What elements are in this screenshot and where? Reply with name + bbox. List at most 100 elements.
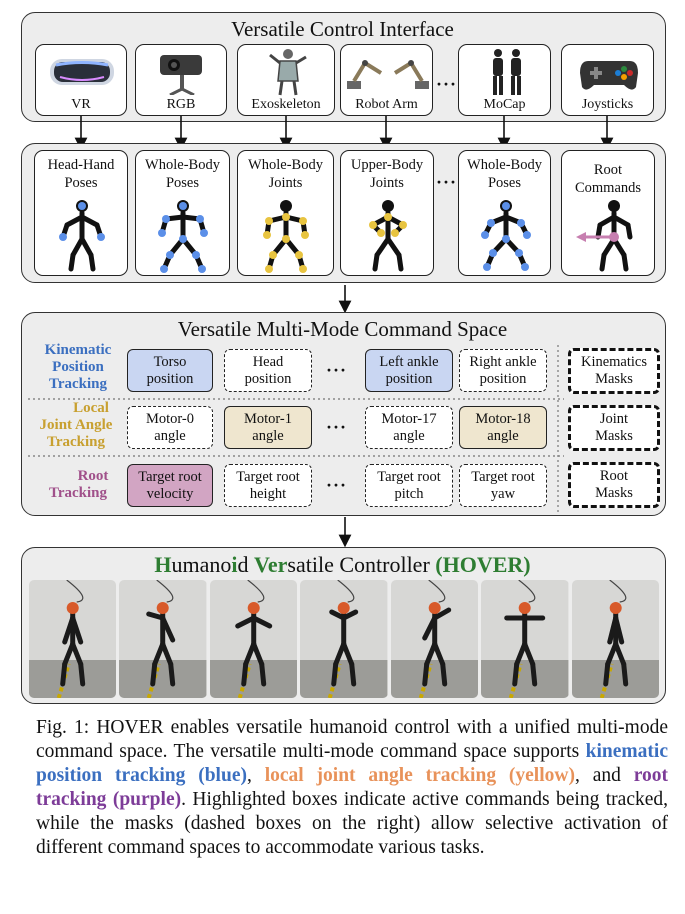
- row-label-line: Root: [77, 468, 109, 484]
- caption-purple: root tracking (purple): [36, 765, 669, 810]
- command-card-line1: Root: [593, 162, 623, 178]
- caption-suffix: . Highlighted boxes indicate active comm…: [36, 789, 668, 858]
- robot-photo: [29, 580, 117, 698]
- device-card-rgb: RGB: [135, 44, 227, 116]
- cmd-motor-17-angle: Motor-17 angle: [365, 406, 453, 449]
- mask-label: Joint Masks: [595, 411, 633, 444]
- cmd-label: Target root yaw: [471, 468, 535, 502]
- robot-arm-icon: [347, 60, 429, 89]
- device-card-exoskeleton: Exoskeleton: [237, 44, 335, 116]
- figure-caption: Fig. 1: HOVER enables versatile humanoid…: [36, 716, 668, 860]
- cmd-motor-0-angle: Motor-0 angle: [127, 406, 213, 449]
- row-label-line: Tracking: [46, 434, 106, 450]
- device-label-mocap: MoCap: [483, 97, 526, 112]
- command-card-line1: Whole-Body: [248, 157, 323, 173]
- row-label-kinematic: Kinematic Position Tracking: [30, 342, 126, 393]
- cmd-target-root-height: Target root height: [224, 464, 312, 507]
- title-part: satile Controller: [287, 552, 436, 577]
- command-card-line1: Whole-Body: [467, 157, 542, 173]
- cmd-label: Target root height: [236, 468, 300, 502]
- title-part: Ver: [254, 552, 288, 577]
- gamepad-icon: [580, 61, 638, 90]
- mask-label: Kinematics Masks: [580, 354, 648, 387]
- command-card-line2: Joints: [370, 175, 404, 191]
- device-card-robot-arm: Robot Arm: [340, 44, 433, 116]
- command-card-line2: Poses: [165, 175, 200, 191]
- robot-photo: [571, 580, 659, 698]
- mask-column-divider: [557, 345, 559, 513]
- robot-photo: [119, 580, 207, 698]
- humanoid-figure-icon: [481, 200, 531, 271]
- title-part: i: [231, 552, 238, 577]
- cmd-label: Motor-0 angle: [145, 410, 195, 444]
- mask-joint[interactable]: Joint Masks: [568, 405, 660, 451]
- caption-prefix: Fig. 1: HOVER enables versatile humanoid…: [36, 717, 668, 762]
- device-card-joysticks: Joysticks: [561, 44, 654, 116]
- command-card-line2: Commands: [574, 180, 642, 196]
- row-ellipsis: ···: [326, 475, 348, 495]
- humanoid-figure-icon: [369, 200, 407, 272]
- robot-photo-illustration: [29, 580, 117, 698]
- row-label-line: Position: [52, 359, 104, 375]
- rgb-camera-icon: [160, 55, 202, 95]
- row-separators: [28, 398, 564, 457]
- device-label-exoskeleton: Exoskeleton: [251, 97, 321, 112]
- command-card-ellipsis: ···: [436, 172, 458, 192]
- device-label-joysticks: Joysticks: [581, 97, 634, 112]
- cmd-label: Target root velocity: [138, 468, 202, 502]
- title-part: H: [154, 552, 172, 577]
- cmd-target-root-pitch: Target root pitch: [365, 464, 453, 507]
- command-card-line2: Poses: [487, 175, 522, 191]
- cmd-target-root-velocity: Target root velocity: [127, 464, 213, 507]
- row-ellipsis: ···: [326, 417, 348, 437]
- robot-photo: [209, 580, 298, 698]
- cmd-motor-18-angle: Motor-18 angle: [459, 406, 547, 449]
- cmd-motor-1-angle: Motor-1 angle: [224, 406, 312, 449]
- row-label-line: Tracking: [48, 485, 108, 501]
- command-card-line1: Upper-Body: [350, 157, 424, 173]
- cmd-label: Torso position: [146, 353, 194, 387]
- mask-root[interactable]: Root Masks: [568, 462, 660, 508]
- exoskeleton-icon: [269, 49, 307, 96]
- mask-kinematics[interactable]: Kinematics Masks: [568, 348, 660, 394]
- cmd-head-position: Head position: [224, 349, 312, 392]
- cmd-label: Right ankle position: [469, 353, 537, 387]
- robot-photo-illustration: [300, 580, 388, 698]
- humanoid-figure-icon: [158, 200, 208, 273]
- device-label-vr: VR: [71, 97, 91, 112]
- caption-sep: , and: [574, 765, 634, 786]
- cmd-right-ankle-position: Right ankle position: [459, 349, 547, 392]
- caption-sep: ,: [246, 765, 265, 786]
- cmd-label: Left ankle position: [379, 353, 439, 387]
- robot-photo-illustration: [119, 580, 207, 698]
- row-label-line: Tracking: [48, 376, 108, 392]
- device-card-vr: VR: [35, 44, 127, 116]
- robot-photo-illustration: [390, 580, 479, 698]
- row-label-joint-angle: Local Joint Angle Tracking: [28, 400, 124, 451]
- row-ellipsis: ···: [326, 360, 348, 380]
- humanoid-figure-icon: [263, 200, 309, 273]
- robot-photo: [300, 580, 388, 698]
- arrow-to-command-space: [338, 285, 352, 314]
- title-part: (HOVER): [435, 552, 531, 577]
- robot-photo: [481, 580, 569, 698]
- arrow-to-controller: [338, 517, 352, 548]
- cmd-label: Head position: [244, 353, 292, 387]
- caption-blue: kinematic position tracking (blue): [36, 741, 668, 786]
- cmd-label: Motor-17 angle: [381, 410, 437, 444]
- row-label-line: Kinematic: [44, 342, 112, 358]
- title-part: umano: [171, 552, 232, 577]
- row-label-root: Root Tracking: [30, 468, 126, 502]
- command-card-line1: Whole-Body: [145, 157, 220, 173]
- command-card-line2: Poses: [64, 175, 98, 191]
- device-ellipsis: ···: [436, 74, 458, 94]
- cmd-target-root-yaw: Target root yaw: [459, 464, 547, 507]
- device-label-rgb: RGB: [166, 97, 196, 112]
- control-interface-title: Versatile Control Interface: [231, 17, 454, 41]
- robot-photo-illustration: [571, 580, 659, 698]
